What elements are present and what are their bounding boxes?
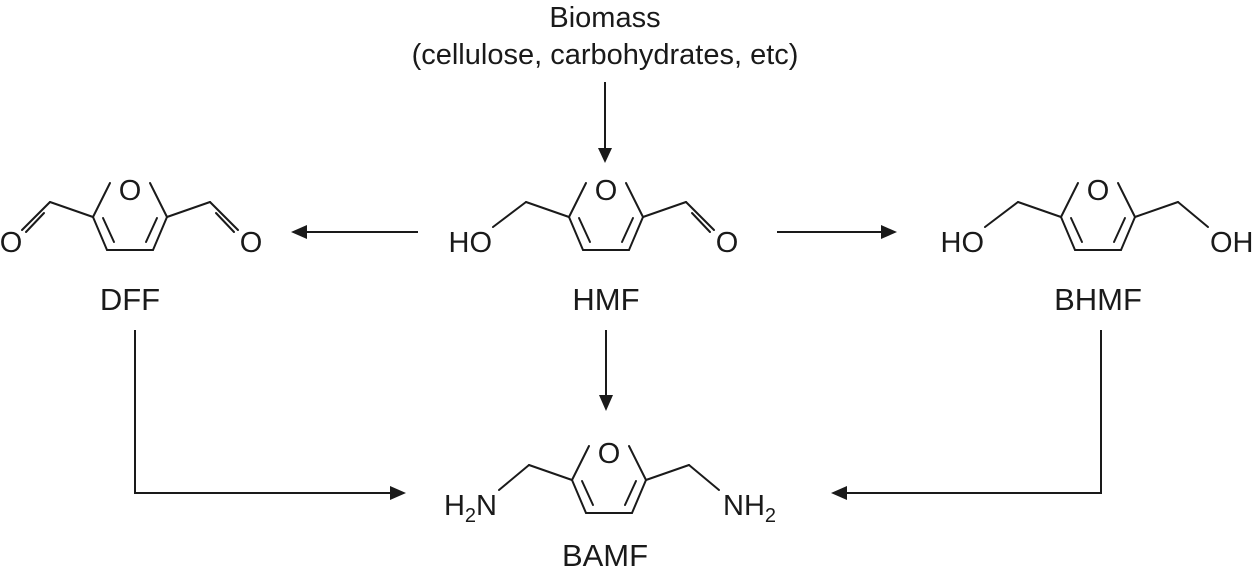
biomass-title: Biomass [549, 2, 660, 34]
bhmf-ring-oxygen: O [1087, 175, 1110, 207]
bhmf-right-hydroxyl-label: OH [1210, 227, 1254, 259]
bamf-right-amine-label: NH2 [723, 490, 776, 527]
dff-structure: O O O [0, 175, 262, 259]
arrow-hmf-to-bhmf [777, 225, 897, 239]
bamf-left-amine-label: H2N [444, 490, 497, 527]
dff-ring-oxygen: O [119, 175, 142, 207]
arrow-hmf-to-bamf [599, 330, 613, 411]
bamf-structure: O H2N NH2 [444, 438, 776, 527]
biomass-subtitle: (cellulose, carbohydrates, etc) [412, 39, 799, 71]
bhmf-structure: O HO OH [941, 175, 1254, 259]
bamf-ring-oxygen: O [598, 438, 621, 470]
hmf-carbonyl-oxygen: O [716, 227, 739, 259]
arrow-hmf-to-dff [291, 225, 418, 239]
bhmf-left-hydroxyl-label: HO [941, 227, 985, 259]
arrow-biomass-to-hmf [598, 82, 612, 163]
dff-left-carbonyl-oxygen: O [0, 227, 22, 259]
dff-right-carbonyl-oxygen: O [240, 227, 263, 259]
hmf-ring-oxygen: O [595, 175, 618, 207]
arrow-bhmf-to-bamf [831, 330, 1102, 500]
dff-label: DFF [100, 282, 160, 317]
bamf-label: BAMF [562, 538, 648, 570]
hmf-label: HMF [572, 282, 639, 317]
arrow-dff-to-bamf [134, 330, 406, 500]
hmf-hydroxyl-label: HO [449, 227, 493, 259]
hmf-structure: O HO O [449, 175, 739, 259]
bhmf-label: BHMF [1054, 282, 1142, 317]
